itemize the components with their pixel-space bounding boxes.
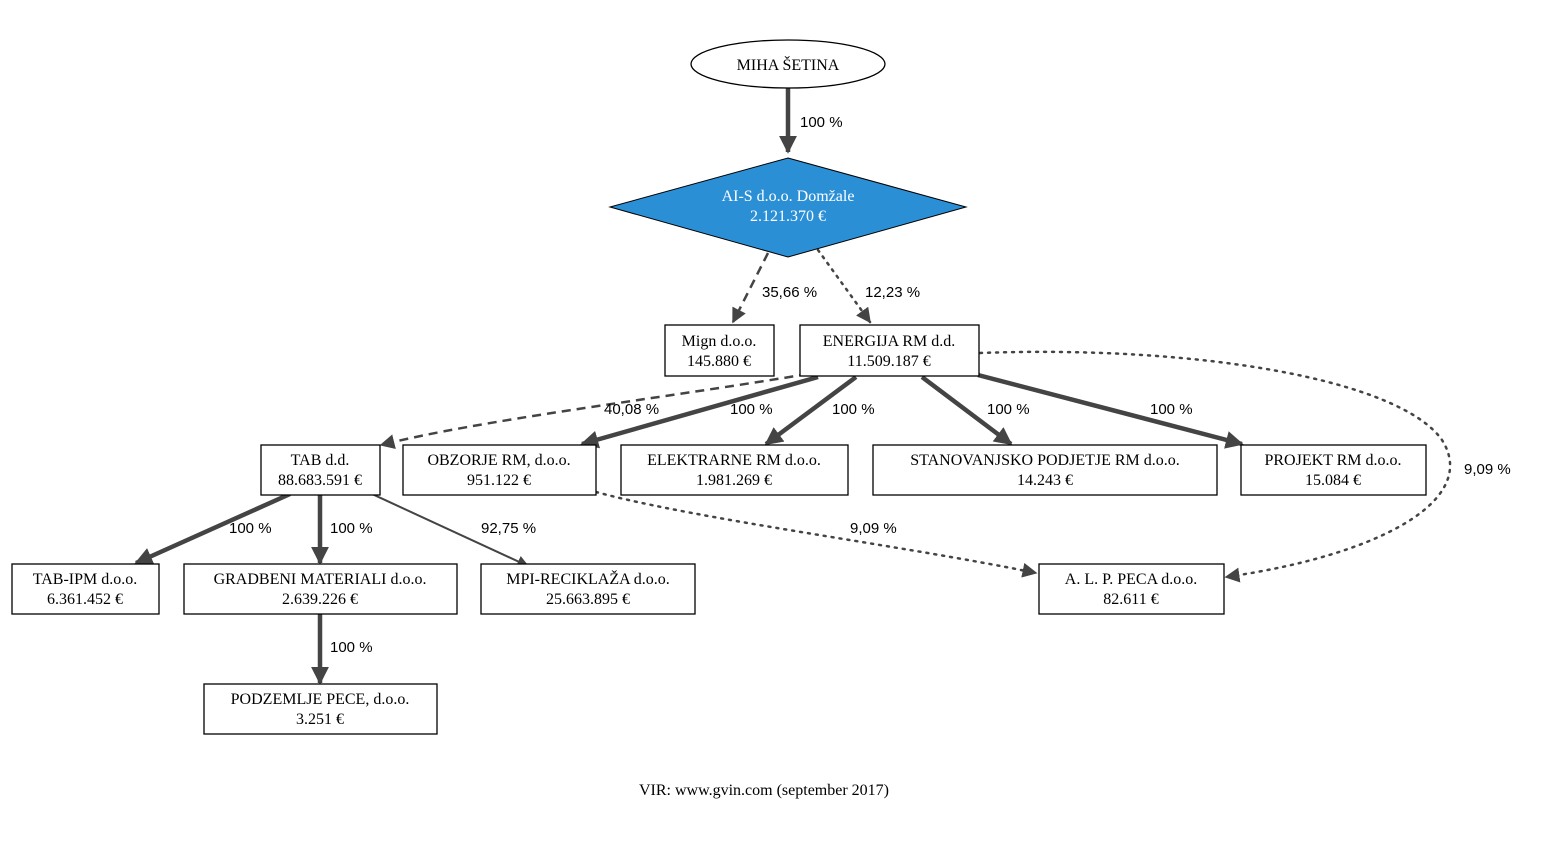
- node-podzemlje-name: PODZEMLJE PECE, d.o.o.: [231, 691, 410, 708]
- node-tabipm-name: TAB-IPM d.o.o.: [33, 571, 138, 588]
- edge-ais-mign: [731, 252, 770, 324]
- node-alp-name: A. L. P. PECA d.o.o.: [1065, 571, 1197, 588]
- node-ais-shape: [608, 157, 968, 258]
- node-podzemlje-shape: [203, 683, 438, 735]
- node-mpi-name: MPI-RECIKLAŽA d.o.o.: [506, 569, 670, 588]
- node-projekt: PROJEKT RM d.o.o. 15.084 €: [1240, 444, 1427, 496]
- node-stanovanjsko-name: STANOVANJSKO PODJETJE RM d.o.o.: [910, 452, 1180, 469]
- node-mign-value: 145.880 €: [687, 353, 751, 370]
- node-tabipm: TAB-IPM d.o.o. 6.361.452 €: [11, 563, 160, 615]
- label-energija-projekt: 100 %: [1150, 401, 1193, 418]
- node-podzemlje-value: 3.251 €: [296, 711, 344, 728]
- node-projekt-shape: [1240, 444, 1427, 496]
- label-energija-elektrarne: 100 %: [832, 401, 875, 418]
- node-obzorje-value: 951.122 €: [467, 472, 531, 489]
- node-stanovanjsko-value: 14.243 €: [1017, 472, 1073, 489]
- edge-tab-tabipm: [134, 491, 291, 566]
- label-ais-mign: 35,66 %: [762, 284, 817, 301]
- label-obzorje-alp: 9,09 %: [850, 520, 897, 537]
- node-ais-name: AI-S d.o.o. Domžale: [722, 188, 855, 205]
- label-energija-stanovanjsko: 100 %: [987, 401, 1030, 418]
- edge-energija-alp: [978, 350, 1452, 583]
- label-ais-energija: 12,23 %: [865, 284, 920, 301]
- node-alp-value: 82.611 €: [1103, 591, 1158, 608]
- edge-labels: 100 % 35,66 % 12,23 % 40,08 % 100 % 100 …: [229, 114, 1511, 656]
- node-miha-shape: [690, 39, 886, 89]
- label-energija-tab: 40,08 %: [604, 401, 659, 418]
- node-energija-shape: [799, 324, 980, 377]
- node-miha: MIHA ŠETINA: [690, 39, 886, 89]
- node-projekt-name: PROJEKT RM d.o.o.: [1264, 452, 1401, 469]
- node-mpi-shape: [480, 563, 696, 615]
- node-alp-shape: [1038, 563, 1225, 615]
- node-obzorje-shape: [402, 444, 597, 496]
- label-energija-alp: 9,09 %: [1464, 461, 1511, 478]
- node-tabipm-shape: [11, 563, 160, 615]
- node-elektrarne-value: 1.981.269 €: [696, 472, 772, 489]
- node-tab-name: TAB d.d.: [291, 452, 350, 469]
- edge-energija-elektrarne: [764, 375, 858, 446]
- label-tab-mpi: 92,75 %: [481, 520, 536, 537]
- node-mign-shape: [664, 324, 775, 377]
- node-elektrarne-shape: [620, 444, 849, 496]
- node-energija: ENERGIJA RM d.d. 11.509.187 €: [799, 324, 980, 377]
- node-tab-shape: [260, 444, 381, 496]
- node-mpi: MPI-RECIKLAŽA d.o.o. 25.663.895 €: [480, 563, 696, 615]
- node-tabipm-value: 6.361.452 €: [47, 591, 123, 608]
- node-mign-name: Mign d.o.o.: [682, 333, 757, 350]
- node-gradbeni-name: GRADBENI MATERIALI d.o.o.: [214, 571, 427, 588]
- edge-energija-stanovanjsko: [920, 375, 1013, 446]
- node-alp: A. L. P. PECA d.o.o. 82.611 €: [1038, 563, 1225, 615]
- node-gradbeni-value: 2.639.226 €: [282, 591, 358, 608]
- node-elektrarne-name: ELEKTRARNE RM d.o.o.: [647, 452, 821, 469]
- label-gradbeni-podzemlje: 100 %: [330, 639, 373, 656]
- node-gradbeni-shape: [183, 563, 458, 615]
- node-ais-value: 2.121.370 €: [750, 208, 826, 225]
- node-energija-value: 11.509.187 €: [847, 353, 930, 370]
- label-tab-tabipm: 100 %: [229, 520, 272, 537]
- node-tab: TAB d.d. 88.683.591 €: [260, 444, 381, 496]
- edge-energija-tab: [379, 372, 809, 449]
- node-tab-value: 88.683.591 €: [278, 472, 362, 489]
- edge-ais-energija: [816, 248, 872, 324]
- label-tab-gradbeni: 100 %: [330, 520, 373, 537]
- edges: [134, 88, 1452, 685]
- node-gradbeni: GRADBENI MATERIALI d.o.o. 2.639.226 €: [183, 563, 458, 615]
- edge-energija-projekt: [977, 372, 1244, 449]
- source-caption: VIR: www.gvin.com (september 2017): [639, 782, 889, 799]
- label-miha-ais: 100 %: [800, 114, 843, 131]
- node-ais: AI-S d.o.o. Domžale 2.121.370 €: [608, 157, 968, 258]
- node-projekt-value: 15.084 €: [1305, 472, 1361, 489]
- node-podzemlje: PODZEMLJE PECE, d.o.o. 3.251 €: [203, 683, 438, 735]
- edge-obzorje-alp: [594, 490, 1038, 578]
- node-obzorje-name: OBZORJE RM, d.o.o.: [427, 452, 570, 469]
- node-elektrarne: ELEKTRARNE RM d.o.o. 1.981.269 €: [620, 444, 849, 496]
- node-obzorje: OBZORJE RM, d.o.o. 951.122 €: [402, 444, 597, 496]
- node-energija-name: ENERGIJA RM d.d.: [823, 333, 955, 350]
- node-stanovanjsko: STANOVANJSKO PODJETJE RM d.o.o. 14.243 €: [872, 444, 1218, 496]
- label-energija-obzorje: 100 %: [730, 401, 773, 418]
- node-stanovanjsko-shape: [872, 444, 1218, 496]
- edge-energija-obzorje: [580, 374, 819, 449]
- edge-tab-mpi: [371, 493, 530, 567]
- node-mpi-value: 25.663.895 €: [546, 591, 630, 608]
- node-mign: Mign d.o.o. 145.880 €: [664, 324, 775, 377]
- node-miha-name: MIHA ŠETINA: [737, 55, 840, 74]
